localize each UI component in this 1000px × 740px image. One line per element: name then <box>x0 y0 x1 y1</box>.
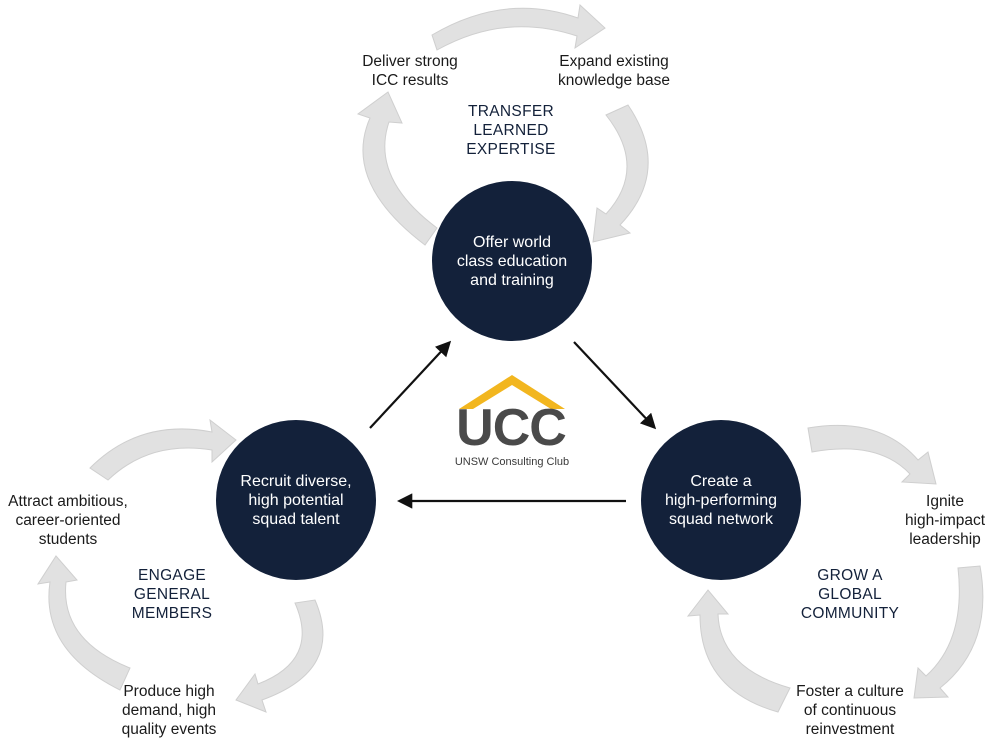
hub-recruit-label: Recruit diverse, high potential squad ta… <box>240 472 352 528</box>
cycle-arrow-top-2 <box>592 104 649 243</box>
cycle-right-step-b: Foster a culture of continuous reinvestm… <box>796 683 904 738</box>
cycle-right-heading: GROW A GLOBAL COMMUNITY <box>800 567 900 622</box>
hub-education: Offer world class education and training <box>432 181 592 341</box>
hub-recruit: Recruit diverse, high potential squad ta… <box>216 420 376 580</box>
cycle-right-step-a: Ignite high-impact leadership <box>904 493 986 548</box>
cycle-left-step-a: Attract ambitious, career-oriented stude… <box>8 493 128 548</box>
cycle-top-step-b: Expand existing knowledge base <box>557 53 671 89</box>
cycle-arrow-right-1 <box>807 425 937 485</box>
logo-subtitle: UNSW Consulting Club <box>454 456 570 468</box>
hub-network: Create a high-performing squad network <box>641 420 801 580</box>
cycle-arrow-left-1 <box>89 418 237 481</box>
connector-top-to-right <box>573 341 657 430</box>
cycle-arrow-right-2 <box>913 565 984 699</box>
cycle-top-heading: TRANSFER LEARNED EXPERTISE <box>466 103 556 158</box>
cycle-arrow-left-3 <box>235 599 324 713</box>
logo-roof-mark <box>459 375 565 409</box>
logo-wordmark: UCC <box>456 399 567 457</box>
cycle-arrow-left-2 <box>36 555 131 691</box>
connector-left-to-top <box>369 340 452 429</box>
hub-education-label: Offer world class education and training <box>456 233 568 289</box>
cycle-arrow-top-3 <box>356 91 438 246</box>
cycle-left-heading: ENGAGE GENERAL MEMBERS <box>131 567 213 622</box>
cycle-arrow-top-1 <box>431 3 606 51</box>
cycle-arrow-right-3 <box>686 589 791 713</box>
hub-network-label: Create a high-performing squad network <box>664 472 778 528</box>
cycle-left-step-b: Produce high demand, high quality events <box>121 683 217 738</box>
cycle-top-step-a: Deliver strong ICC results <box>362 53 458 89</box>
